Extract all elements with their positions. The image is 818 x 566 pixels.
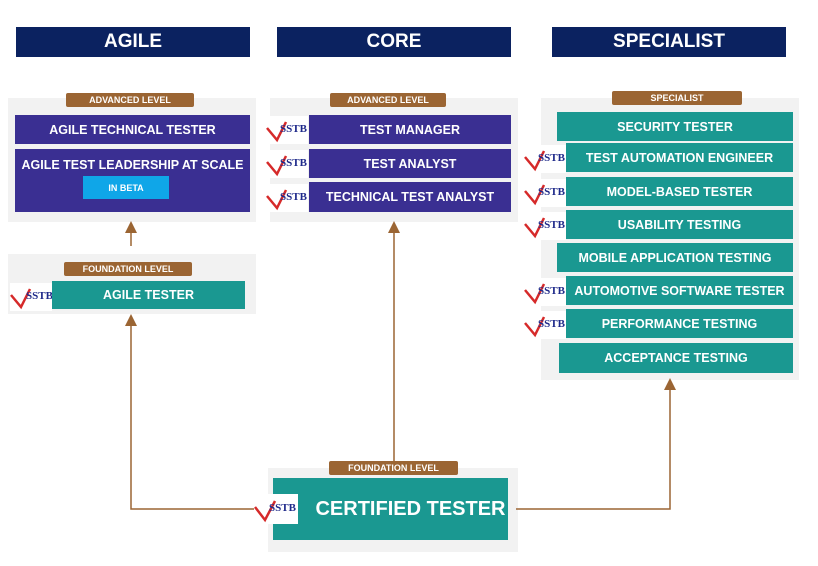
sstb-logo: SSTB — [524, 278, 566, 306]
arrow-certified-to-agile — [125, 314, 262, 510]
mobile-application-testing-box[interactable]: MOBILE APPLICATION TESTING — [557, 243, 793, 272]
sstb-logo-text: SSTB — [26, 290, 52, 302]
foundation-level-tag: FOUNDATION LEVEL — [329, 461, 458, 475]
column-header-agile: AGILE — [16, 27, 250, 57]
agile-advanced-level-tag: ADVANCED LEVEL — [66, 93, 194, 107]
automotive-software-tester-box[interactable]: AUTOMOTIVE SOFTWARE TESTER — [566, 276, 793, 305]
agile-tester-box[interactable]: AGILE TESTER — [52, 281, 245, 309]
sstb-logo: SSTB — [266, 150, 308, 178]
model-based-tester-box[interactable]: MODEL-BASED TESTER — [566, 177, 793, 206]
sstb-logo: SSTB — [524, 311, 566, 339]
sstb-logo: SSTB — [266, 184, 308, 212]
test-analyst-box[interactable]: TEST ANALYST — [309, 149, 511, 178]
sstb-logo: SSTB — [10, 283, 52, 311]
test-automation-engineer-box[interactable]: TEST AUTOMATION ENGINEER — [566, 143, 793, 172]
certified-tester-box[interactable]: CERTIFIED TESTER — [273, 478, 508, 540]
performance-testing-box[interactable]: PERFORMANCE TESTING — [566, 309, 793, 338]
sstb-logo: SSTB — [266, 116, 308, 144]
sstb-logo: SSTB — [524, 179, 566, 207]
in-beta-badge: IN BETA — [83, 176, 169, 199]
sstb-logo-text: SSTB — [280, 191, 308, 203]
agile-foundation-level-tag: FOUNDATION LEVEL — [64, 262, 192, 276]
test-manager-box[interactable]: TEST MANAGER — [309, 115, 511, 144]
usability-testing-box[interactable]: USABILITY TESTING — [566, 210, 793, 239]
column-header-specialist: SPECIALIST — [552, 27, 786, 57]
technical-test-analyst-box[interactable]: TECHNICAL TEST ANALYST — [309, 182, 511, 212]
agile-test-leadership-label: AGILE TEST LEADERSHIP AT SCALE — [21, 158, 244, 172]
sstb-logo-text: SSTB — [538, 318, 566, 330]
sstb-logo-text: SSTB — [280, 157, 308, 169]
arrow-certified-to-specialist — [516, 378, 676, 510]
acceptance-testing-box[interactable]: ACCEPTANCE TESTING — [559, 343, 793, 373]
specialist-level-tag: SPECIALIST — [612, 91, 742, 105]
column-header-core: CORE — [277, 27, 511, 57]
sstb-logo-text: SSTB — [538, 186, 566, 198]
sstb-logo-text: SSTB — [538, 285, 566, 297]
sstb-logo: SSTB — [254, 494, 298, 524]
sstb-logo-text: SSTB — [280, 123, 308, 135]
sstb-logo-text: SSTB — [269, 502, 297, 514]
sstb-logo: SSTB — [524, 145, 566, 173]
certified-tester-label: CERTIFIED TESTER — [315, 497, 506, 520]
core-advanced-level-tag: ADVANCED LEVEL — [330, 93, 446, 107]
security-tester-box[interactable]: SECURITY TESTER — [557, 112, 793, 141]
sstb-logo-text: SSTB — [538, 219, 566, 231]
sstb-logo: SSTB — [524, 212, 566, 240]
agile-technical-tester-box[interactable]: AGILE TECHNICAL TESTER — [15, 115, 250, 144]
sstb-logo-text: SSTB — [538, 152, 566, 164]
